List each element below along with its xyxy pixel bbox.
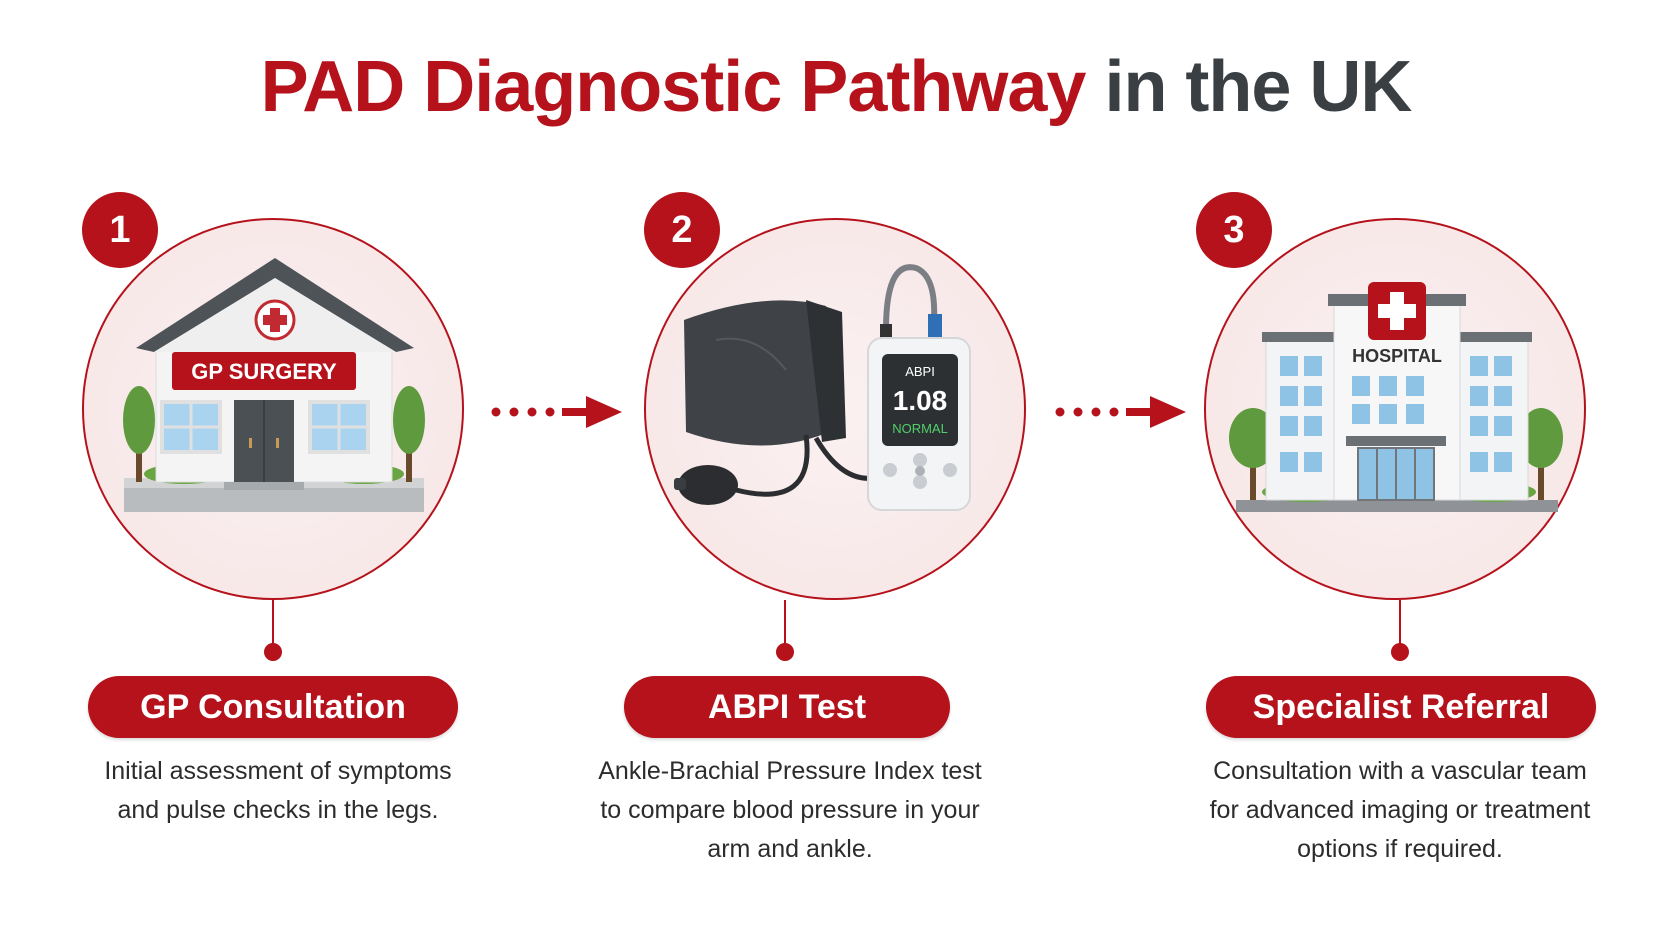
step-label-pill: Specialist Referral [1206,676,1596,738]
step-label-pill: ABPI Test [624,676,950,738]
step-description: Initial assessment of symptoms and pulse… [104,757,452,824]
monitor-title: ABPI [905,364,935,379]
connector-stem [784,600,786,650]
building-sign-text: GP SURGERY [191,359,337,384]
connector-stem [272,600,274,650]
dotted-arrow-icon [491,396,622,428]
step-illustration-circle: GP SURGERY [82,218,464,600]
step-specialist-referral: 3 HOSPITAL [1190,0,1610,941]
page-title: PAD Diagnostic Pathway in the UK [0,44,1672,130]
monitor-value: 1.08 [893,385,948,416]
step-label-pill: GP Consultation [88,676,458,738]
title-secondary: in the UK [1104,47,1412,127]
building-sign-text: HOSPITAL [1352,346,1442,366]
monitor-status: NORMAL [892,421,948,436]
connector-dot [1391,643,1409,661]
connector-dot [264,643,282,661]
step-abpi-test: 2 ABPI 1.08 NORMAL [598,0,1050,941]
step-description: Ankle-Brachial Pressure Index test to co… [598,757,982,863]
connector-stem [1399,600,1401,650]
blood-pressure-cuff-and-monitor-icon: ABPI 1.08 NORMAL [674,264,971,511]
step-number-badge: 2 [644,192,720,268]
hospital-building-icon: HOSPITAL [1229,282,1563,512]
step-number-badge: 1 [82,192,158,268]
step-gp-consultation: 1 GP SURGERY [68,0,488,941]
step-illustration-circle: ABPI 1.08 NORMAL [644,218,1026,600]
title-primary: PAD Diagnostic Pathway [260,47,1087,127]
gp-surgery-building-icon: GP SURGERY [123,258,425,512]
step-illustration-circle: HOSPITAL [1204,218,1586,600]
connector-dot [776,643,794,661]
step-description: Consultation with a vascular team for ad… [1209,757,1591,863]
step-number-badge: 3 [1196,192,1272,268]
dotted-arrow-icon [1055,396,1186,428]
